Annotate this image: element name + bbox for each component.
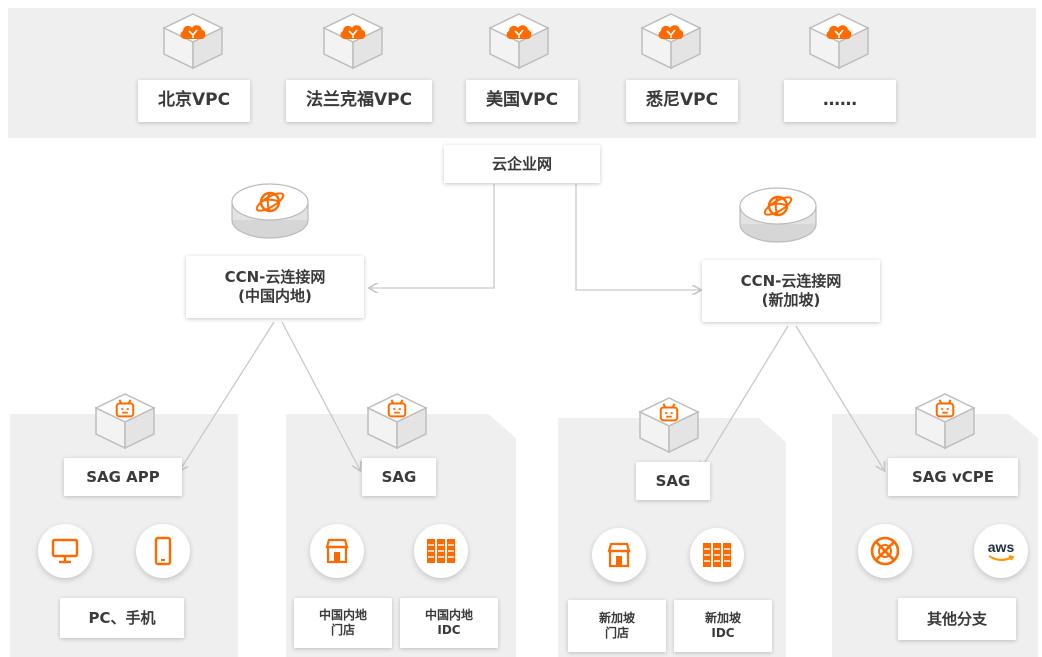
china-idc-line1: 中国内地 (424, 608, 473, 622)
cen-to-ccn-cn-line (370, 184, 495, 288)
cloud-server-icon (484, 8, 554, 74)
vpc-label-more: …… (784, 80, 896, 122)
cloud-server-icon (636, 8, 706, 74)
store-icon (592, 528, 646, 582)
idc-icon (690, 528, 744, 582)
aws-text: aws (987, 539, 1015, 555)
x-circle-icon (858, 524, 912, 578)
china-store-line2: 门店 (330, 623, 355, 637)
ccn-china-region: (中国内地) (238, 287, 312, 305)
cen-box: 云企业网 (444, 145, 600, 183)
vpc-label-frankfurt: 法兰克福VPC (286, 80, 432, 122)
sg-idc-line2: IDC (711, 626, 735, 640)
cloud-server-icon (158, 8, 228, 74)
vpc-label-sydney: 悉尼VPC (626, 80, 738, 122)
china-idc-line2: IDC (437, 623, 461, 637)
sg-store-label: 新加坡 门店 (568, 600, 666, 652)
globe-orbit-icon (228, 176, 312, 242)
cloud-server-icon (318, 8, 388, 74)
china-store-line1: 中国内地 (318, 608, 367, 622)
china-store-label: 中国内地 门店 (294, 598, 392, 648)
ccn-sg-title: CCN-云连接网 (740, 272, 842, 291)
ccn-china-title: CCN-云连接网 (224, 268, 326, 287)
sag-device-icon (362, 388, 432, 454)
cloud-server-icon (804, 8, 874, 74)
sg-idc-line1: 新加坡 (704, 611, 741, 625)
sag-china-box: SAG (362, 458, 436, 496)
sg-store-line1: 新加坡 (598, 611, 635, 625)
phone-icon (136, 524, 190, 578)
sag-app-box: SAG APP (64, 458, 182, 496)
pc-phone-label: PC、手机 (60, 598, 184, 638)
sg-store-line2: 门店 (604, 626, 629, 640)
sag-device-icon (910, 388, 980, 454)
store-icon (310, 524, 364, 578)
ccn-sg-region: (新加坡) (761, 291, 821, 309)
cen-to-ccn-sg-line (575, 184, 700, 290)
ccn-box-china: CCN-云连接网 (中国内地) (186, 256, 364, 318)
globe-orbit-icon (736, 180, 820, 246)
sg-idc-label: 新加坡 IDC (674, 600, 772, 652)
sag-device-icon (90, 388, 160, 454)
other-branch-label: 其他分支 (898, 598, 1016, 640)
sag-vcpe-box: SAG vCPE (888, 458, 1018, 496)
aws-icon: aws (974, 524, 1028, 578)
sag-sg-box: SAG (636, 462, 710, 500)
monitor-icon (38, 524, 92, 578)
sag-device-icon (634, 392, 704, 458)
vpc-label-usa: 美国VPC (466, 80, 578, 122)
china-idc-label: 中国内地 IDC (400, 598, 498, 648)
idc-icon (414, 524, 468, 578)
vpc-label-beijing: 北京VPC (138, 80, 250, 122)
ccn-box-singapore: CCN-云连接网 (新加坡) (702, 260, 880, 322)
